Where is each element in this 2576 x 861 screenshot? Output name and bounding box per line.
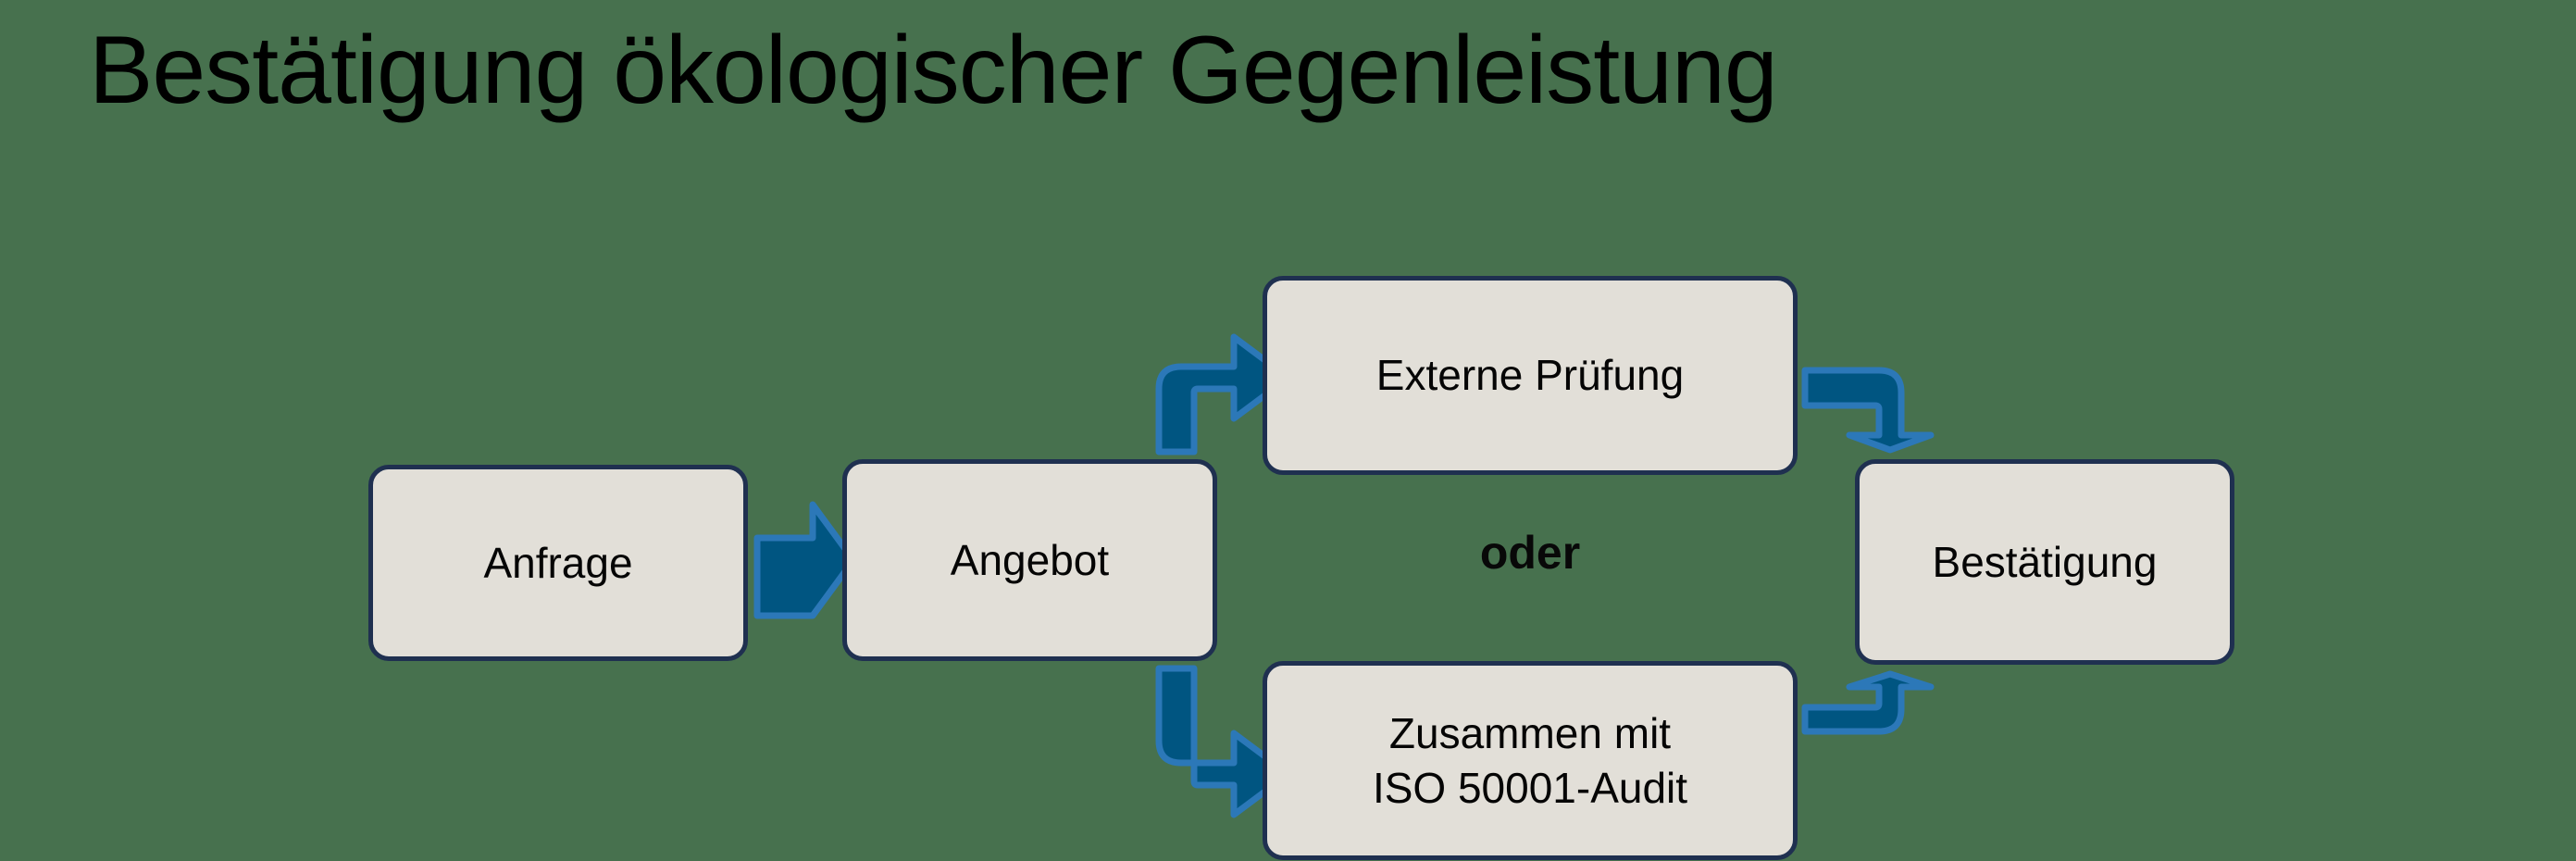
flow-node-bestaetigung-label: Bestätigung bbox=[1932, 537, 2158, 586]
page-title: Bestätigung ökologischer Gegenleistung bbox=[89, 17, 1778, 124]
flow-node-iso-audit[interactable]: Zusammen mit ISO 50001-Audit bbox=[1263, 661, 1798, 860]
flow-node-iso-audit-label-line1: Zusammen mit bbox=[1388, 708, 1672, 757]
arrow-anfrage-to-angebot bbox=[753, 501, 857, 619]
branch-label-oder: oder bbox=[1479, 527, 1581, 579]
arrow-externe-pruefung-to-bestaetigung bbox=[1801, 367, 1935, 454]
arrow-iso-audit-to-bestaetigung bbox=[1801, 670, 1935, 735]
flow-node-angebot-label: Angebot bbox=[950, 535, 1110, 584]
flow-node-iso-audit-label-line2: ISO 50001-Audit bbox=[1372, 763, 1688, 812]
flow-node-angebot[interactable]: Angebot bbox=[842, 459, 1217, 661]
flow-node-anfrage[interactable]: Anfrage bbox=[368, 465, 748, 661]
flow-node-bestaetigung[interactable]: Bestätigung bbox=[1855, 459, 2234, 665]
flow-node-externe-pruefung-label: Externe Prüfung bbox=[1375, 351, 1685, 400]
flow-node-anfrage-label: Anfrage bbox=[483, 538, 633, 587]
flow-node-externe-pruefung[interactable]: Externe Prüfung bbox=[1263, 276, 1798, 475]
